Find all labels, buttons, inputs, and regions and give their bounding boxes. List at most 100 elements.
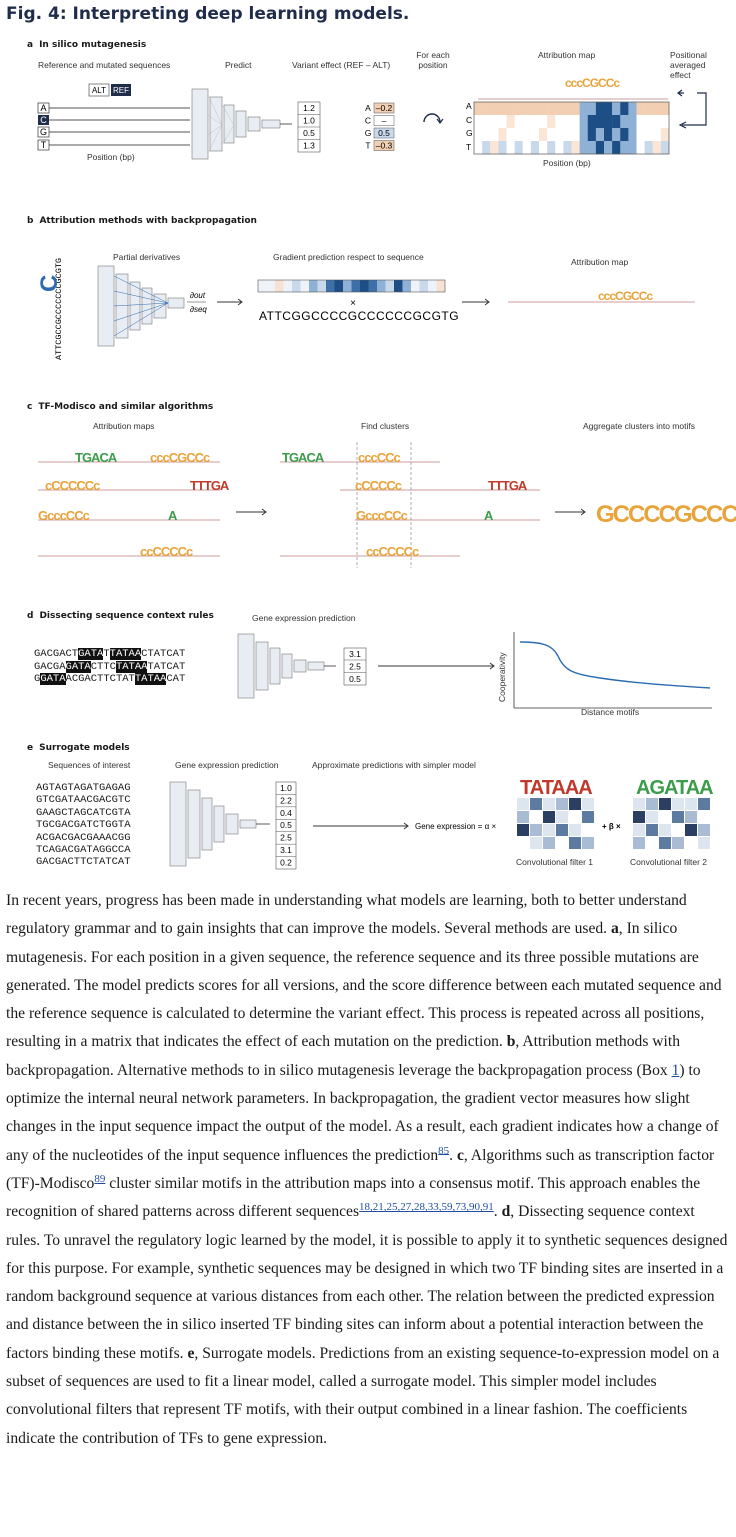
svg-text:TGACA: TGACA	[282, 450, 325, 465]
seq-e-0: AGTAGTAGATGAGAG	[36, 782, 131, 794]
heatmap-cell	[522, 128, 532, 142]
filter-cell	[543, 798, 555, 810]
heatmap-cell	[660, 141, 670, 155]
attribution-heatmap-a	[474, 102, 670, 155]
heatmap-base-labels: A C G T	[466, 101, 473, 152]
gradient-cell	[343, 280, 352, 292]
heatmap-cell	[652, 102, 662, 116]
heatmap-cell	[644, 115, 653, 129]
ref-89-link[interactable]: 89	[94, 1172, 106, 1185]
filter-cell	[569, 824, 581, 836]
filter-cell	[685, 811, 697, 823]
gradient-cell	[385, 280, 395, 292]
score-0: 1.2	[303, 103, 315, 113]
gradient-cell	[394, 280, 403, 292]
heatmap-cell	[620, 115, 629, 129]
filter-cell	[582, 837, 594, 849]
svg-text:cCCCCCc: cCCCCCc	[45, 478, 100, 493]
network-icon-b	[97, 265, 185, 347]
heatmap-cell	[474, 128, 483, 142]
score-e-0: 1.0	[280, 783, 292, 793]
heatmap-cell	[612, 102, 621, 116]
cooperativity-plot	[513, 632, 712, 709]
filter-cell	[543, 824, 555, 836]
filter-cell	[530, 824, 542, 836]
heatmap-cell	[660, 128, 670, 142]
heatmap-cell	[539, 115, 548, 129]
heatmap-cell	[506, 141, 515, 155]
filter2-label: Convolutional filter 2	[630, 857, 708, 867]
svg-text:cccCCc: cccCCc	[358, 450, 400, 465]
heatmap-cell	[563, 115, 572, 129]
multiply-sign: ×	[350, 298, 356, 309]
motif-1: TATAAA	[520, 777, 592, 799]
filter-cell	[582, 811, 594, 823]
refs-c-link[interactable]: 18,21,25,27,28,33,59,73,90,91	[359, 1201, 494, 1214]
background-seq: G	[34, 673, 41, 685]
predict-label: Predict	[225, 60, 252, 70]
gradient-cell	[258, 280, 267, 292]
heatmap-cell	[482, 102, 491, 116]
gradient-cell	[419, 280, 429, 292]
heatmap-cell	[482, 115, 491, 129]
logo-a: cccCGCCc	[565, 76, 620, 90]
background-seq: GACGA	[34, 660, 66, 673]
ref-85-link[interactable]: 85	[438, 1144, 450, 1157]
heatmap-cell	[571, 128, 580, 142]
gradient-cell	[334, 280, 344, 292]
variant-effect-label: Variant effect (REF – ALT)	[292, 60, 391, 70]
heatmap-cell	[628, 128, 637, 142]
heatmap-cell	[579, 128, 588, 142]
heatmap-cell	[514, 115, 523, 129]
filter-cell	[698, 798, 710, 810]
heatmap-cell	[652, 128, 662, 142]
filter-cell	[698, 811, 710, 823]
heatmap-cell	[563, 102, 572, 116]
heatmap-cell	[555, 141, 564, 155]
equation-mid: + β ×	[602, 822, 621, 831]
ref-box	[111, 84, 131, 96]
effect-value-3: –0.3	[376, 141, 393, 151]
background-seq: CAT	[166, 673, 186, 685]
box-1-link[interactable]: 1	[671, 1061, 680, 1079]
heatmap-cell	[652, 115, 662, 129]
vertical-logo-c: C	[36, 275, 63, 292]
synthetic-sequence-0: GACGACTGATATTATAACTATCAT	[34, 648, 185, 661]
filter-cell	[672, 811, 684, 823]
filter-cell	[633, 811, 645, 823]
filter-cell	[582, 824, 594, 836]
heatmap-cell	[571, 115, 580, 129]
heatmap-cell	[530, 115, 540, 129]
filter-cell	[556, 824, 568, 836]
seq-e-3: TGCGACGATCTGGTA	[36, 819, 131, 832]
aggregate-label: Aggregate clusters into motifs	[583, 421, 695, 431]
heatmap-cell	[604, 115, 613, 129]
svg-text:T: T	[466, 142, 471, 152]
find-clusters-label: Find clusters	[361, 421, 410, 431]
positional-averaged-label: Positional averaged effect	[670, 50, 707, 80]
heatmap-cell	[620, 128, 629, 142]
heatmap-cell	[539, 141, 548, 155]
filter-cell	[569, 811, 581, 823]
heatmap-cell	[506, 115, 515, 129]
filter-cell	[646, 837, 658, 849]
filter-cell	[569, 798, 581, 810]
seq-e-4: ACGACGACGAAACGG	[36, 831, 131, 844]
heatmap-cell	[628, 102, 637, 116]
gradient-cell	[402, 280, 412, 292]
gradient-cell	[309, 280, 318, 292]
d-out: ∂out	[190, 291, 206, 300]
svg-text:ccCCCCc: ccCCCCc	[140, 544, 193, 559]
effect-base-1: C	[365, 116, 371, 126]
heatmap-cell	[555, 128, 564, 142]
score-e-6: 0.2	[280, 858, 292, 868]
heatmap-cell	[579, 141, 588, 155]
motif-highlight: TATAA	[134, 673, 167, 685]
score-e-2: 0.4	[280, 808, 292, 818]
effect-base-0: A	[365, 103, 371, 113]
alt-text: ALT	[92, 86, 106, 95]
